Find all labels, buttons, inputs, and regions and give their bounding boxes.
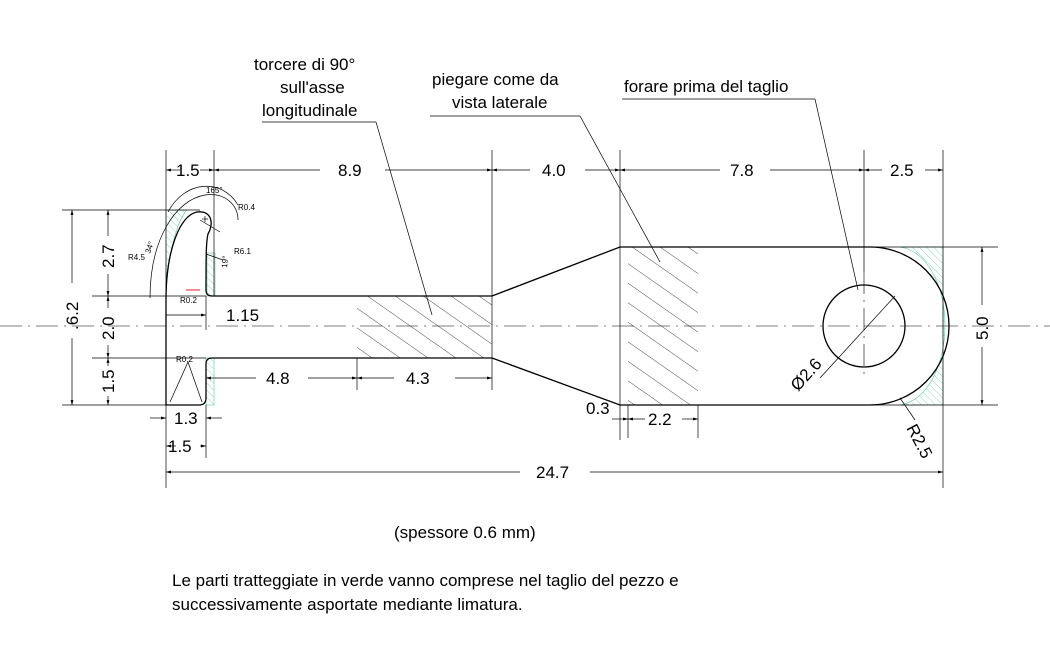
- dim-2-2: 2.2: [648, 410, 672, 429]
- note-twist-line-2: sull'asse: [280, 78, 345, 97]
- dim-r0-2-lower: R0.2: [176, 355, 193, 364]
- dim-r4-5: R4.5: [128, 253, 145, 262]
- extension-lines: [62, 150, 998, 488]
- green-hatch-foot: [205, 357, 215, 406]
- dim-19-deg: 19°: [220, 255, 230, 268]
- dim-1-5-left: 1.5: [99, 369, 118, 393]
- green-hatch-eye: [899, 246, 946, 406]
- dim-5-0: 5.0: [973, 316, 992, 340]
- dim-r0-2-upper: R0.2: [180, 296, 197, 305]
- note-twist-line-1: torcere di 90°: [254, 55, 355, 74]
- dim-2-0: 2.0: [99, 316, 118, 340]
- dim-4-3: 4.3: [406, 369, 430, 388]
- footer-note-line-2: successivamente asportate mediante limat…: [172, 595, 523, 614]
- dimension-lines: [70, 168, 984, 474]
- dim-6-2: .6.2: [63, 302, 82, 330]
- dim-24-7: 24.7: [536, 463, 569, 482]
- annotation-leaders: [262, 98, 859, 316]
- dim-2-5: 2.5: [890, 161, 914, 180]
- dim-hole-diameter: Ø2.6: [787, 355, 826, 395]
- dim-r6-1: R6.1: [234, 247, 251, 256]
- dim-1-3: 1.3: [174, 409, 198, 428]
- note-twist-line-3: longitudinale: [262, 101, 357, 120]
- note-drill: forare prima del taglio: [624, 77, 788, 96]
- dim-4-0: 4.0: [542, 161, 566, 180]
- center-lines: [0, 272, 1050, 380]
- dim-0-3: 0.3: [586, 399, 610, 418]
- thickness-note: (spessore 0.6 mm): [394, 523, 536, 542]
- twist-zone-hatch: [357, 296, 492, 358]
- dim-2-7: 2.7: [99, 244, 118, 268]
- dim-1-5-top: 1.5: [176, 161, 200, 180]
- dim-4-8: 4.8: [266, 369, 290, 388]
- dim-1-15: 1.15: [226, 306, 259, 325]
- dim-r0-4: R0.4: [238, 203, 255, 212]
- note-bend-line-1: piegare come da: [432, 70, 559, 89]
- footer-note-line-1: Le parti tratteggiate in verde vanno com…: [172, 571, 679, 590]
- note-bend-line-2: vista laterale: [452, 93, 547, 112]
- dim-34-deg: 34°: [143, 240, 156, 254]
- dim-r2-5: R2.5: [902, 421, 936, 462]
- dimension-texts: 1.5 8.9 4.0 7.8 2.5 .6.2 2.7 2.0 1.5 5.0…: [63, 161, 992, 482]
- dim-1-5-bottom: 1.5: [168, 437, 192, 456]
- dim-7-8: 7.8: [730, 161, 754, 180]
- dim-8-9: 8.9: [338, 161, 362, 180]
- green-hatch-hook: [165, 209, 188, 297]
- annotation-texts: torcere di 90° sull'asse longitudinale p…: [254, 55, 788, 120]
- dim-165-deg: 165°: [206, 186, 223, 195]
